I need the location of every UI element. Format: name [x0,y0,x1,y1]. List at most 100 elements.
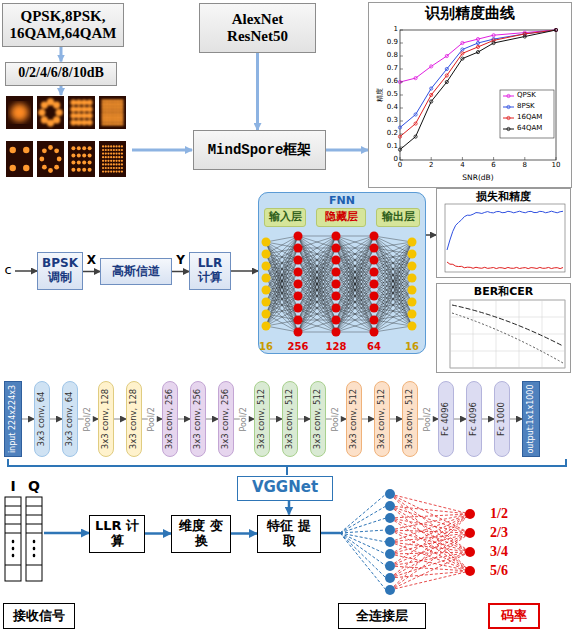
tick [400,82,403,83]
constellation-points [102,145,123,172]
label: 0.4 [387,104,398,112]
constellation-point [113,156,115,158]
process-box: 特征 提取 [257,515,321,553]
fnn-neuron [294,280,303,289]
constellation-tile [68,141,95,177]
fc-neuron [385,501,395,511]
label: 6 [491,162,495,170]
process-box: BPSK 调制 [37,252,83,290]
fnn-weight [336,320,374,332]
label: 16 [259,341,273,352]
fnn-weight [336,236,374,272]
connector [288,501,291,515]
fnn-neuron [262,238,271,247]
fnn-weight [374,236,412,326]
legend-marker [507,94,510,97]
fnn-weight [336,308,374,332]
constellation-point [88,146,92,150]
constellation-points [39,145,61,173]
fnn-neuron [408,298,417,307]
fnn-weight [298,284,336,332]
node-text: 全连接层 [356,609,408,624]
constellation-point [110,149,112,151]
fnn-weight [298,248,336,332]
signal-column [26,497,42,581]
loss-chart-frame [445,204,565,272]
node-text: LLR 计算 [193,257,227,285]
fnn-neuron [370,292,379,301]
text-holder: VGGNet [252,479,318,496]
constellation-point [113,160,115,162]
fnn-neuron [294,328,303,337]
constellation-point [70,119,76,125]
fnn-neuron [294,256,303,265]
layer-block: 3x3 conv, 512 [282,381,298,457]
curve-marker [476,51,479,54]
tick [493,157,494,160]
curve-marker [492,41,495,44]
connector [206,419,218,420]
fnn-neuron [262,250,271,259]
fc-neuron [385,525,395,535]
label: 256 [288,341,309,352]
accuracy-curve [400,30,556,82]
constellation-point [42,148,47,153]
fnn-weight [298,296,336,332]
node-text: 损失和精度 [476,191,531,204]
fc-weight [390,494,470,571]
curve-marker [414,122,417,125]
constellation-point [120,99,123,102]
fnn-weight [374,314,412,332]
fnn-weight [298,236,336,320]
chart-frame [400,30,556,160]
text-holder: BPSK 调制 [41,257,79,285]
text-holder: 特征 提取 [262,519,316,549]
connector [231,270,258,272]
fnn-weight [336,296,374,332]
bracket-stem [286,466,288,475]
fnn-weight [336,284,374,332]
panel: 识别精度曲线 [368,2,572,188]
constellation-point [38,109,45,116]
process-box: MindSpore框架 [193,130,326,170]
fc-neuron [385,573,395,583]
fnn-neuron [370,232,379,241]
flow-arrow [15,270,37,272]
constellation-point [47,98,54,105]
fc-neuron [385,561,395,571]
curve-marker [398,135,401,138]
node-text: 高斯信道 [112,265,160,279]
constellation-point [82,153,86,157]
connector [60,47,63,62]
fnn-neuron [370,244,379,253]
constellation-point [107,163,109,165]
constellation-point [118,160,120,162]
label: 0.5 [387,91,398,99]
fnn-weight [374,242,412,248]
node-text: 3x3 conv, 512 [313,389,323,449]
fnn-weight [336,248,374,332]
constellation-point [107,145,109,147]
curve-marker [461,41,464,44]
constellation-points [71,146,91,172]
constellation-point [115,167,117,169]
connector [426,234,436,236]
fnn-neuron [370,280,379,289]
label: 64 [367,341,381,352]
fnn-neuron [408,250,417,259]
constellation-point [113,167,115,169]
fnn-weight [298,236,336,248]
fc-fan-line [340,533,386,578]
constellation-point [118,149,120,151]
label: 2 [429,162,433,170]
fnn-weight [266,236,298,266]
constellation-point [110,145,112,147]
node-text: 3x3 conv, 256 [193,389,203,449]
text-holder: 识别精度曲线 [425,5,515,22]
constellation-point [115,171,117,173]
fnn-weight [374,236,412,242]
iq-columns [5,497,42,581]
constellation-point [82,146,86,150]
constellation-point [121,145,123,147]
fnn-neuron [370,316,379,325]
